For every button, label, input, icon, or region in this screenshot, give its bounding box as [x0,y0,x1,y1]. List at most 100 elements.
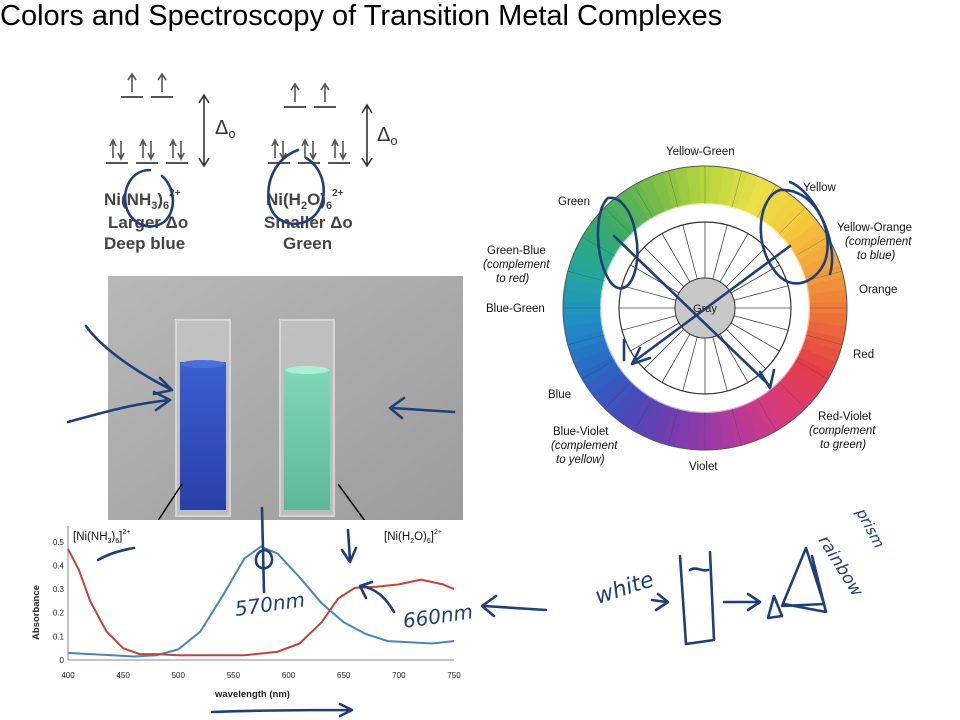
wheel-spoke [725,328,767,370]
wheel-tick [581,359,616,380]
energy-diagram-right: Δo Ni(H2O)62+ Smaller Δo Green [264,82,398,253]
y-tick-label: 0.3 [53,585,65,594]
x-tick-label: 550 [227,671,241,680]
delta-arrow [198,93,210,168]
label-yellow-orange: Yellow-Orange [837,222,912,234]
ink-text-prism: prism [852,505,888,552]
label-blue-violet: Blue-Violet [553,426,609,438]
ink-loop-yellow [759,180,834,285]
ink-arrow-660 [358,580,396,614]
series-label-nh3: [Ni(NH3)6]2+ [73,529,130,545]
y-tick-label: 0 [60,656,65,665]
y-tick-label: 0.4 [53,561,65,570]
series-line-nh3 [67,545,455,658]
label-yellow-green: Yellow-Green [666,146,735,158]
wheel-spoke [630,264,680,294]
label-blue-violet-note2: to yellow) [556,454,605,466]
label-blue-green: Blue-Green [486,303,545,315]
complex-formula-right: Ni(H2O)62+ [266,188,344,212]
wheel-tick [805,334,843,345]
color-label-right: Green [283,234,332,253]
ink-circle-left [123,168,175,228]
field-label-left: Larger Δo [108,213,188,232]
x-tick-label: 450 [116,671,130,680]
y-axis-label: Absorbance [31,585,42,640]
ink-small-prism [766,594,784,620]
wheel-tick [794,359,829,380]
ink-loop-green [596,196,639,290]
wheel-spoke [682,224,698,280]
y-tick-label: 0.5 [53,538,65,547]
x-axis-label: wavelength (nm) [214,689,290,700]
label-green-blue-note1: (complement [483,259,550,271]
delta-symbol: Δo [215,117,236,141]
wheel-tick [633,397,654,432]
label-blue-violet-note1: (complement [551,440,618,452]
x-tick-label: 500 [172,671,186,680]
delta-symbol: Δo [377,124,398,148]
series-line-h2o [67,548,455,657]
wheel-spoke [730,264,780,294]
wheel-spoke [733,285,789,301]
wheel-spoke [643,246,685,288]
slide-title: Colors and Spectroscopy of Transition Me… [0,0,723,32]
color-label-left: Deep blue [104,234,185,253]
wheel-spoke [712,224,728,280]
wheel-tick [731,170,742,208]
x-tick-label: 750 [447,671,461,680]
complex-formula-left: Ni(NH3)62+ [104,188,181,212]
label-red-violet-note2: to green) [820,439,866,451]
chart-series [67,545,455,658]
label-blue: Blue [548,389,571,401]
eg-levels [284,82,336,108]
wheel-spoke [719,233,749,283]
ink-meniscus [688,567,710,572]
ink-dash [96,546,136,562]
ink-text-white: white [592,567,657,609]
label-yellow-orange-note2: to blue) [857,250,896,262]
x-tick-label: 600 [282,671,296,680]
ink-arrow-to-green [388,396,456,420]
label-green: Green [558,196,590,208]
wheel-tick [668,408,679,446]
wheel-spoke [621,285,677,301]
ink-arrow-down [340,528,358,564]
label-violet: Violet [689,461,718,473]
delta-arrow [361,103,373,168]
absorbance-chart: 400 450 500 550 600 650 700 750 0 0.1 0.2 0.3 0.4 0.5… [31,520,461,720]
ink-arrow-to-blue-2 [66,390,172,424]
ink-underline-axis [210,702,354,718]
ink-line-green-to-redviolet [612,234,776,390]
label-green-blue-note2: to red) [496,273,529,285]
wheel-spoke [661,233,691,283]
cuvette-green [284,368,330,510]
wheel-tick [756,397,777,432]
wheel-tick [668,170,679,208]
wheel-tick [567,334,605,345]
wheel-spoke [630,322,680,352]
label-yellow-orange-note1: (complement [845,236,912,248]
label-yellow: Yellow [803,182,837,194]
x-tick-label: 650 [337,671,351,680]
label-red-violet: Red-Violet [818,411,872,423]
wheel-spoke [682,336,698,392]
y-tick-label: 0.2 [53,609,65,618]
ink-arrow-570 [254,506,274,594]
wheel-spoke [621,315,677,331]
chart-axes: 400 450 500 550 600 650 700 750 0 0.1 0.2 0.3 0.4 0.5 [53,526,461,680]
energy-diagram-left: Δo Ni(NH3)62+ Larger Δo Deep blue [104,72,236,253]
t2g-levels [106,138,188,164]
y-tick-label: 0.1 [53,632,65,641]
wheel-spoke [725,246,767,288]
cuvette-photo [108,276,463,520]
x-tick-label: 400 [61,671,75,680]
t2g-levels [268,138,350,164]
ink-prism [780,546,828,614]
ink-cuvette [678,550,716,646]
eg-levels [121,72,173,98]
wheel-tick [778,207,806,235]
wheel-tick [604,381,632,409]
ink-line-yellow-to-blue [630,244,792,366]
ink-circle-right [267,148,325,226]
x-tick-label: 700 [392,671,406,680]
